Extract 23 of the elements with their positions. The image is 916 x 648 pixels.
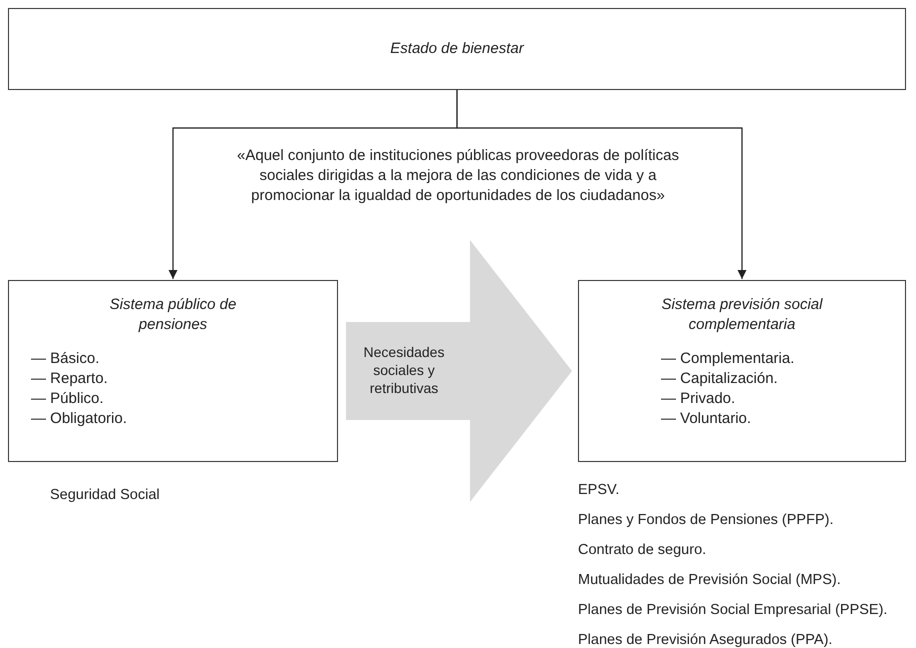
box-heading: Estado de bienestar [390,39,524,59]
list-item: — Voluntario. [661,409,752,429]
note-text: Contrato de seguro. [578,541,708,560]
definition-quote: «Aquel conjunto de instituciones públicas proveedoras de políticas sociales dirigidas a la mejora de las condiciones de vida y a promocionar la igualdad de oportunidades de los ciudadanos» [236,146,680,206]
list-item: — Privado. [661,389,736,409]
note-text: EPSV. [578,481,620,500]
box-heading: Sistema previsión social complementaria [660,295,824,335]
note-text: Planes de Previsión Asegurados (PPA). [578,631,834,648]
system-box [8,280,338,462]
box-heading: Sistema público de pensiones [108,295,238,335]
note-text: Planes y Fondos de Pensiones (PPFP). [578,511,834,530]
list-item: — Capitalización. [661,369,778,389]
note-text: Planes de Previsión Social Empresarial (PPSE). [578,601,888,620]
system-box [578,280,906,462]
note-text: Mutualidades de Previsión Social (MPS). [578,571,842,590]
list-item: — Reparto. [31,369,108,389]
note-text: Seguridad Social [50,486,161,505]
list-item: — Complementaria. [661,349,794,369]
list-item: — Básico. [31,349,100,369]
title-box [8,8,906,90]
arrow [456,90,746,279]
list-item: — Obligatorio. [31,409,127,429]
list-item: — Público. [31,389,104,409]
